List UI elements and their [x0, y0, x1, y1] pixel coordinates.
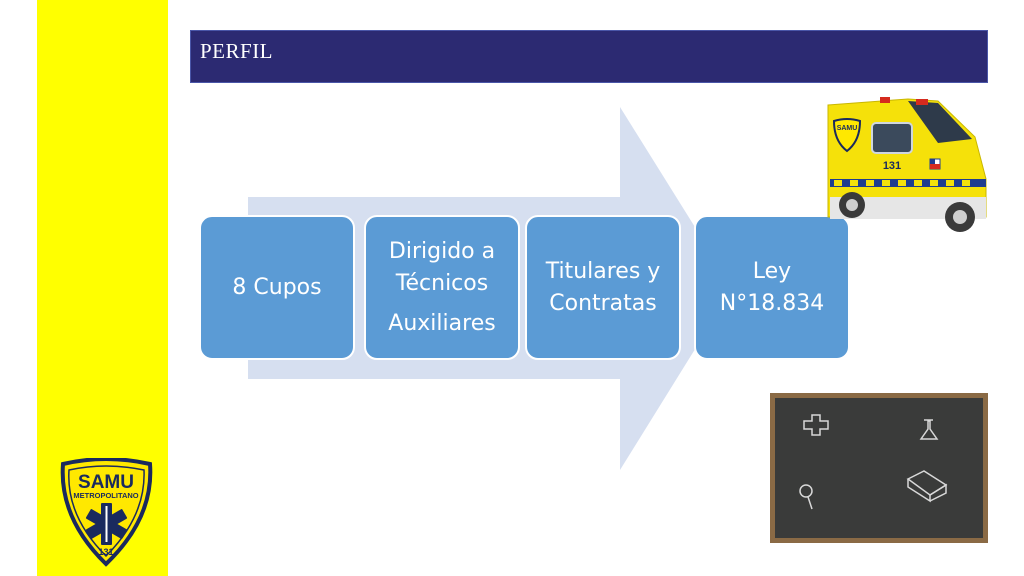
flow-box-text: Auxiliares [388, 310, 496, 336]
samu-logo: SAMU METROPOLITANO 131 [60, 458, 153, 567]
ambulance-badge-text: SAMU [837, 125, 858, 132]
flow-box-titulares: Titulares y Contratas [525, 215, 681, 360]
title-bar: PERFIL [190, 30, 988, 83]
ambulance-illustration: SAMU 131 [827, 97, 987, 232]
flow-box-cupos: 8 Cupos [199, 215, 355, 360]
logo-subtitle-text: METROPOLITANO [73, 491, 138, 500]
checker-stripe [830, 179, 986, 187]
flow-box-ley: Ley N°18.834 [694, 215, 850, 360]
flow-box-text: Titulares y Contratas [545, 258, 661, 316]
flow-box-text: Ley N°18.834 [719, 258, 825, 316]
medical-cross-icon [803, 414, 829, 436]
flow-box-text: Dirigido a Técnicos [388, 238, 496, 296]
slide-title: PERFIL [200, 39, 274, 63]
logo-number-text: 131 [98, 547, 113, 557]
magnifier-icon [799, 484, 813, 510]
ambulance-phone-text: 131 [883, 160, 901, 172]
flow-box-dirigido: Dirigido a Técnicos Auxiliares [364, 215, 520, 360]
flask-icon [919, 419, 939, 440]
chalkboard-illustration [770, 393, 988, 543]
logo-samu-text: SAMU [78, 472, 134, 493]
flow-box-text: 8 Cupos [232, 274, 322, 300]
star-of-life-icon [85, 503, 128, 545]
book-icon [906, 470, 948, 503]
